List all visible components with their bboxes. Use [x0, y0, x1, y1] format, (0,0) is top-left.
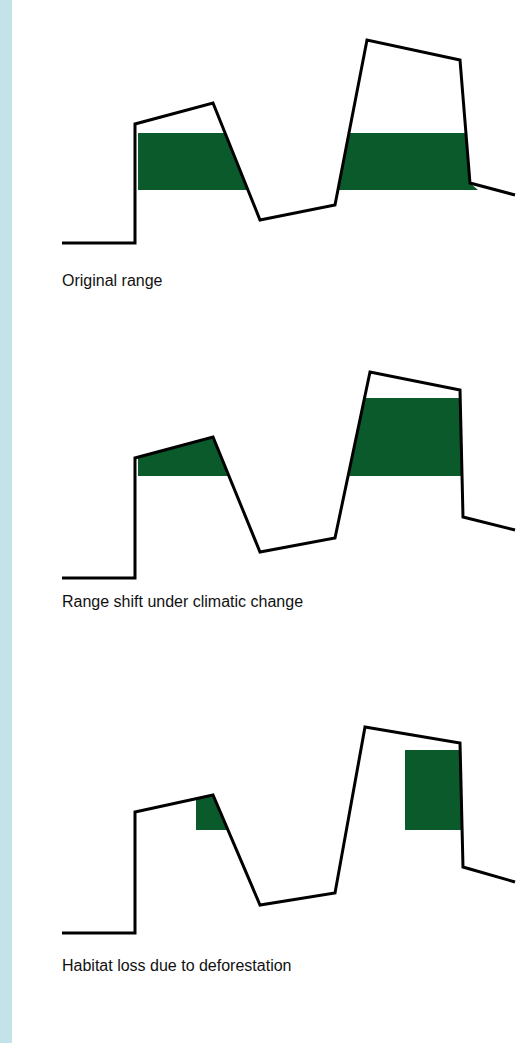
panel-caption: Habitat loss due to deforestation	[62, 956, 291, 975]
panel-caption: Original range	[62, 271, 163, 290]
range-fill	[138, 133, 478, 830]
mountain-profile	[62, 40, 515, 933]
panel-caption: Range shift under climatic change	[62, 592, 303, 611]
